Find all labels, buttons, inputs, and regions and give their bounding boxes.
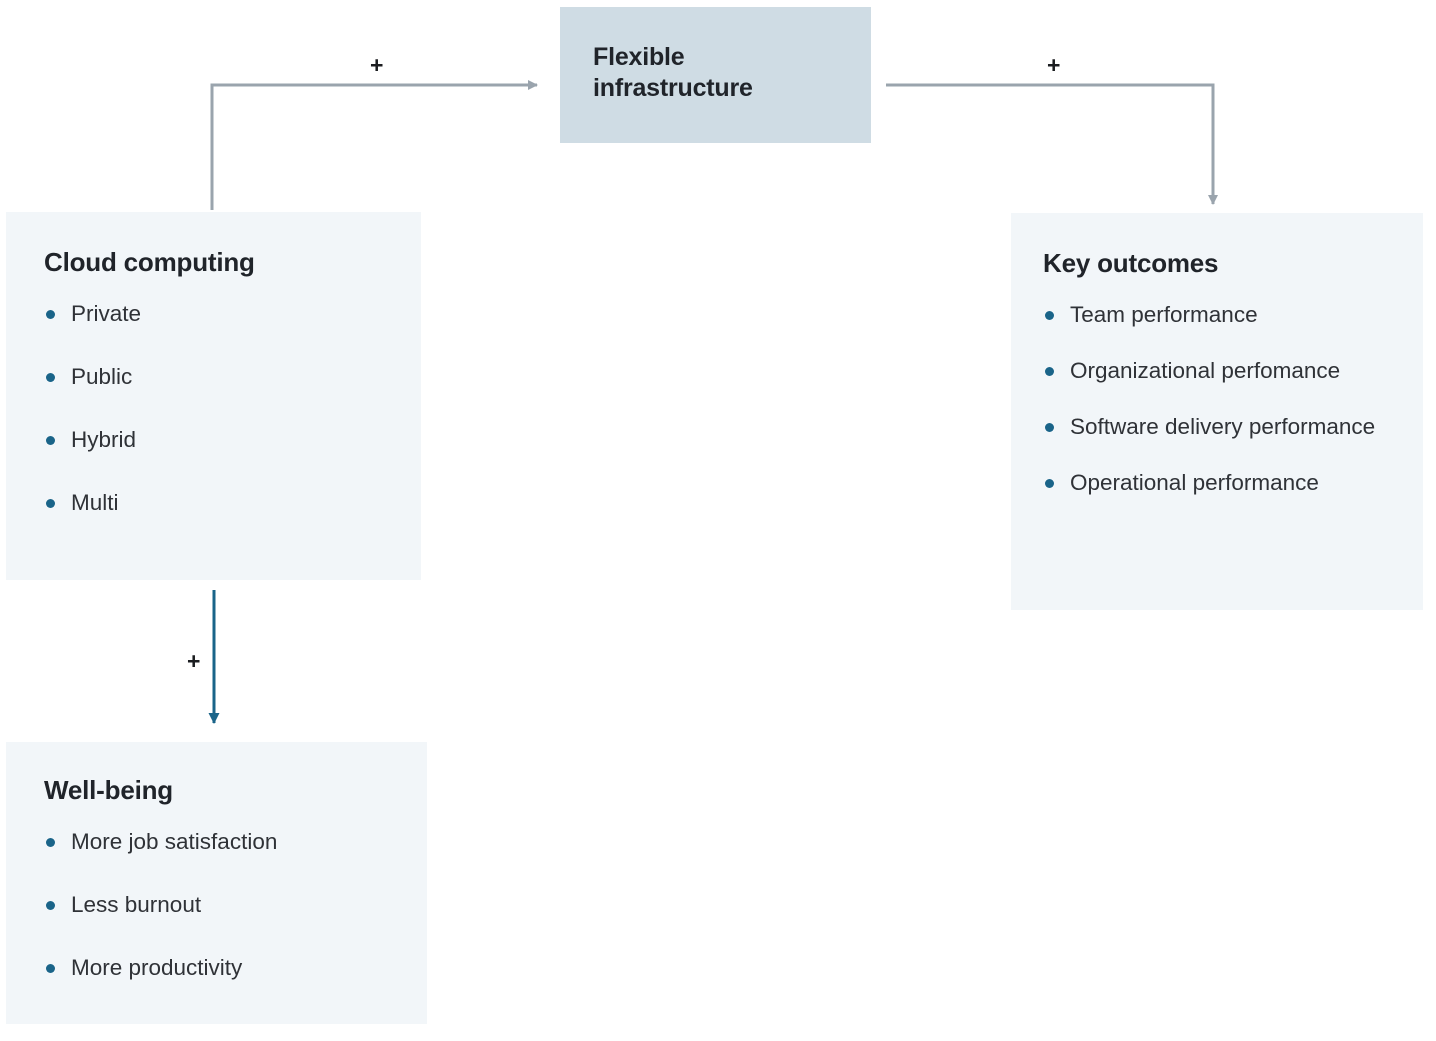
list-item: Team performance — [1043, 300, 1403, 330]
bullet-dot-icon — [46, 838, 55, 847]
node-flexible-infrastructure: Flexible infrastructure — [560, 7, 871, 143]
edge-label-cloud-to-flexible: + — [370, 52, 384, 78]
list-item: Hybrid — [44, 425, 384, 455]
list-item: Private — [44, 299, 384, 329]
edge-label-flexible-to-outcomes: + — [1047, 52, 1061, 78]
node-cloud-computing: Cloud computing Private Public Hybrid Mu… — [6, 212, 421, 580]
list-item-label: Public — [71, 363, 133, 389]
bullet-dot-icon — [46, 435, 55, 445]
bullet-dot-icon — [1045, 366, 1054, 376]
cloud-computing-list: Private Public Hybrid Multi — [44, 299, 384, 551]
edge-label-cloud-to-wellbeing: + — [187, 648, 201, 674]
list-item-label: Private — [71, 301, 142, 326]
key-outcomes-list: Team performance Organizational perfoman… — [1043, 300, 1403, 524]
node-title-cloud-computing: Cloud computing — [44, 247, 255, 277]
bullet-dot-icon — [46, 900, 55, 910]
list-item-label: Organizational perfomance — [1070, 357, 1341, 383]
bullet-dot-icon — [1045, 478, 1054, 488]
list-item: Less burnout — [44, 890, 394, 920]
bullet-dot-icon — [46, 310, 55, 319]
node-title-key-outcomes: Key outcomes — [1043, 248, 1219, 278]
node-key-outcomes: Key outcomes Team performance Organizati… — [1011, 213, 1423, 610]
bullet-dot-icon — [1045, 311, 1054, 320]
list-item-label: More job satisfaction — [71, 829, 278, 854]
list-item-label: More productivity — [71, 954, 243, 980]
list-item-label: Less burnout — [71, 891, 202, 917]
list-item-label: Multi — [71, 489, 119, 515]
list-item-label: Operational performance — [1070, 469, 1319, 495]
list-item-label: Software delivery performance — [1070, 413, 1376, 439]
well-being-list: More job satisfaction Less burnout More … — [44, 827, 394, 1016]
list-item: Organizational perfomance — [1043, 356, 1403, 386]
node-title-flexible-infrastructure: Flexible infrastructure — [593, 43, 753, 102]
bullet-dot-icon — [1045, 422, 1054, 432]
list-item: Multi — [44, 488, 384, 518]
list-item: Software delivery performance — [1043, 412, 1403, 442]
node-title-well-being: Well-being — [44, 775, 173, 805]
list-item: More job satisfaction — [44, 827, 394, 857]
list-item: Public — [44, 362, 384, 392]
list-item: More productivity — [44, 953, 394, 983]
node-well-being: Well-being More job satisfaction Less bu… — [6, 742, 427, 1024]
bullet-dot-icon — [46, 498, 55, 508]
list-item-label: Hybrid — [71, 426, 137, 452]
bullet-dot-icon — [46, 372, 55, 382]
list-item: Operational performance — [1043, 468, 1403, 498]
bullet-dot-icon — [46, 963, 55, 973]
edge-cloud-to-flexible — [210, 80, 538, 210]
list-item-label: Team performance — [1070, 302, 1258, 327]
edge-flexible-to-outcomes — [886, 83, 1218, 205]
